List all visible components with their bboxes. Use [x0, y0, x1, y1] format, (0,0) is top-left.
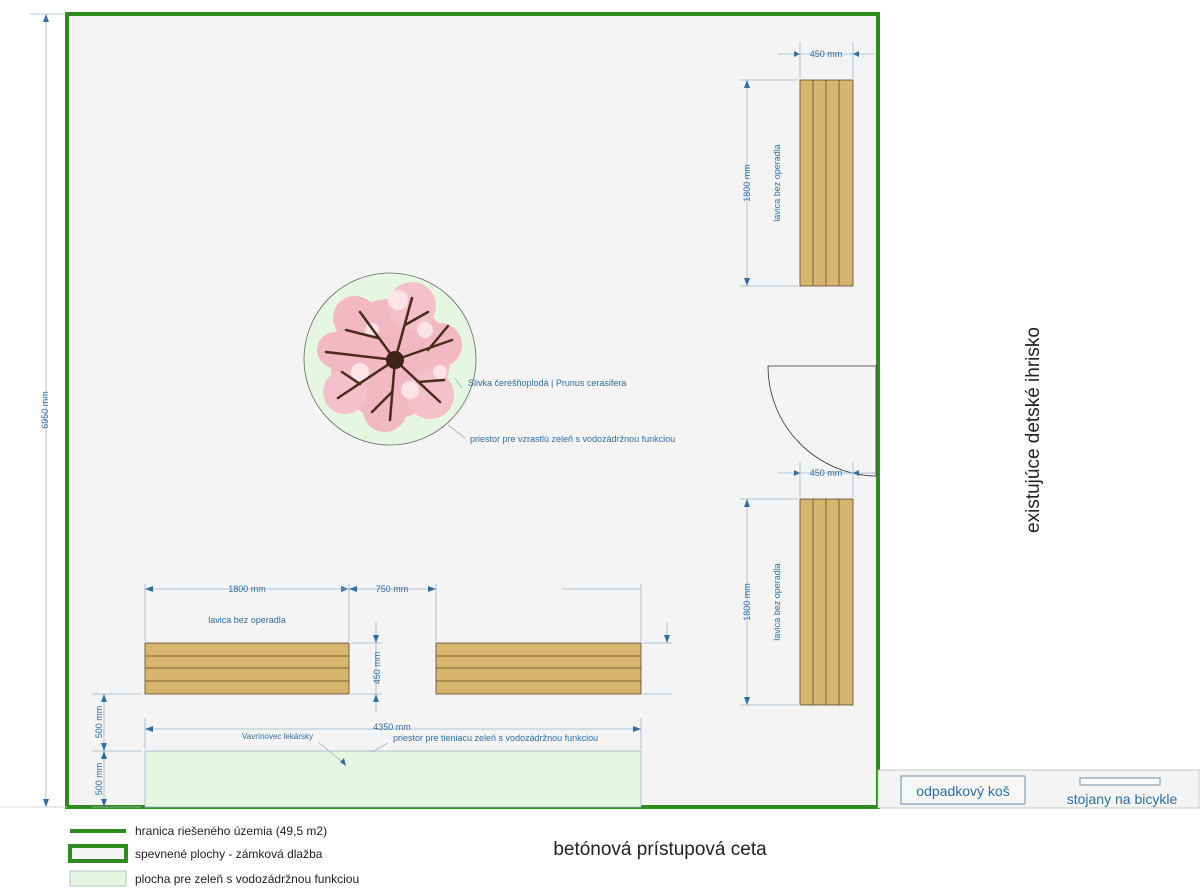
legend-label-greenery: plocha pre zeleň s vodozádržnou funkciou	[135, 872, 359, 886]
dim-bottom-width: 4350 mm	[373, 722, 411, 732]
legend-label-boundary: hranica riešeného územia (49,5 m2)	[135, 824, 327, 838]
bench-right-top-label: lavica bez operadla	[772, 144, 782, 222]
path-label: betónová prístupová ceta	[553, 839, 767, 860]
bench-bottom-left	[144, 642, 350, 695]
greenery-strip	[144, 750, 642, 808]
dim-offset-500-upper: 500 mm	[94, 706, 104, 739]
dim-bench-right-top-length: 1800 mm	[742, 164, 752, 202]
bike-stand	[1079, 777, 1161, 786]
bike-stand-label: stojany na bicykle	[1067, 791, 1178, 807]
dim-bench-right-bottom-length: 1800 mm	[742, 583, 752, 621]
tree-branches	[324, 296, 454, 422]
laurel-label: Vavrínovec lekársky	[242, 732, 313, 741]
bench-right-top	[799, 79, 854, 287]
tree-space-label: priestor pre vzrastlú zeleň s vodozádržn…	[470, 434, 675, 444]
tree-label: Slivka čerešňoplodá | Prunus cerasifera	[468, 378, 626, 388]
shade-space-label: priestor pre tieniacu zeleň s vodozádržn…	[393, 733, 598, 743]
tree	[303, 272, 477, 446]
dim-total-height: 6950 mm	[40, 391, 50, 429]
tree-trunk	[386, 351, 404, 369]
waste-bin-label: odpadkový koš	[916, 783, 1009, 799]
playground-label: existujúce detské ihrisko	[1023, 327, 1044, 533]
legend: hranica riešeného územia (49,5 m2) spevn…	[68, 824, 359, 887]
bench-bottom-label: lavica bez operadla	[208, 615, 286, 625]
dim-bench-right-top-width: 450 mm	[810, 49, 843, 59]
waste-bin	[900, 775, 1026, 805]
dim-bench-right-bottom-width: 450 mm	[810, 468, 843, 478]
legend-swatch-paving	[68, 844, 128, 863]
bench-right-bottom	[799, 498, 854, 706]
dim-bench-bottom-length: 1800 mm	[228, 584, 266, 594]
legend-label-paving: spevnené plochy - zámková dlažba	[135, 847, 323, 861]
dim-offset-500-lower: 500 mm	[94, 763, 104, 796]
gate-swing-arc	[767, 365, 877, 477]
legend-swatch-greenery	[69, 870, 127, 887]
dim-bench-bottom-depth: 450 mm	[372, 652, 382, 685]
dim-bench-gap: 750 mm	[376, 584, 409, 594]
bench-bottom-right	[435, 642, 642, 695]
bench-right-bottom-label: lavica bez operadla	[772, 563, 782, 641]
